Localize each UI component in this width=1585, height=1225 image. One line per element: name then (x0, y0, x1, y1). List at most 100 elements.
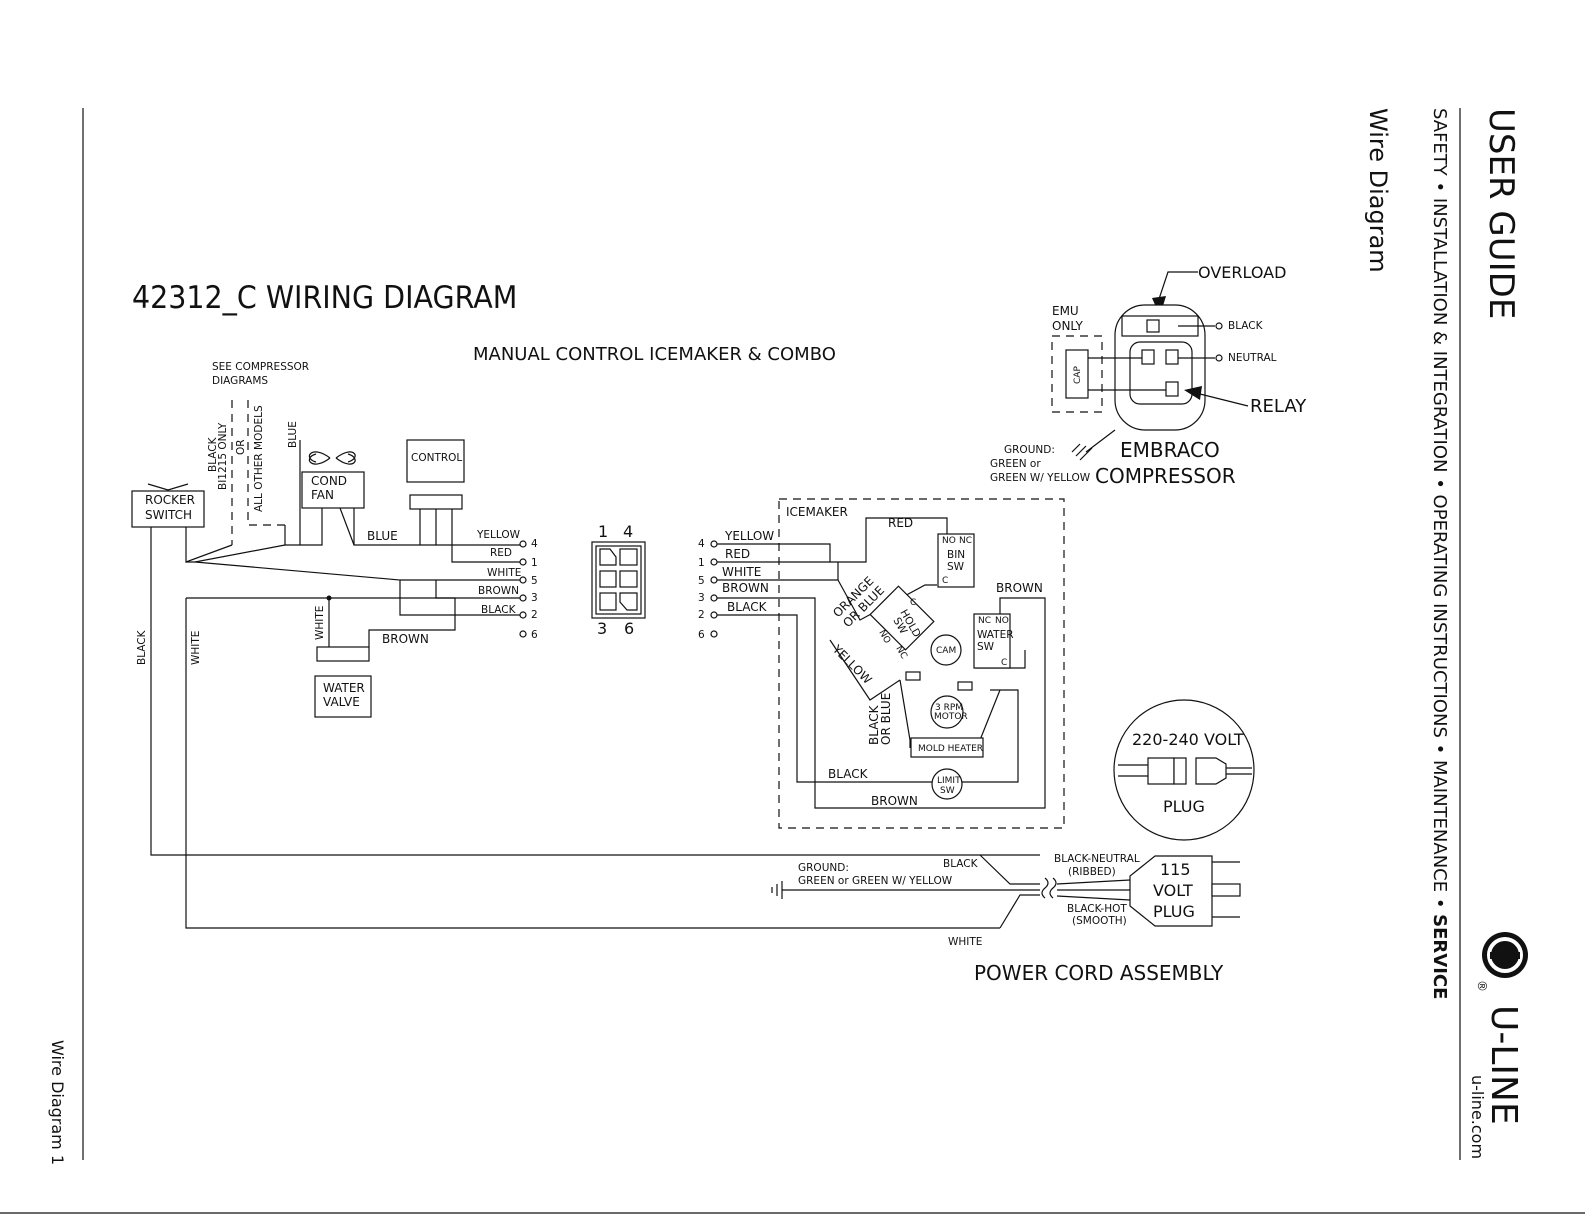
u-line-logo-icon (1482, 932, 1528, 978)
ground-cord-label-1: GROUND: (798, 862, 849, 874)
black-terminal-icon (1215, 322, 1223, 330)
icemaker-dashed-box (778, 498, 1065, 829)
brand-registered: ® (1475, 980, 1489, 992)
left-pin-5: 5 (531, 575, 538, 587)
rocker-switch-label-2: SWITCH (145, 508, 192, 522)
black-label-right: BLACK (727, 600, 768, 614)
water-c-label: C (1001, 658, 1007, 668)
cord-ground-icon (771, 881, 1040, 899)
mold-heater-label: MOLD HEATER (918, 744, 983, 754)
right-pin-3: 3 (698, 592, 705, 604)
water-switch-box (973, 613, 1011, 669)
white-cord-label: WHITE (948, 936, 982, 948)
brown-wire-label-left: BROWN (478, 585, 519, 597)
black-bi-label: BLACK (207, 436, 219, 472)
water-nc-label: NC (978, 616, 991, 626)
motor-terminal-right (957, 681, 973, 691)
power-cord-wires (979, 854, 1131, 929)
water-valve-terminal-block (316, 646, 370, 662)
cap-label: CAP (1073, 366, 1083, 384)
left-connector-pins (519, 540, 527, 638)
left-pin-6: 6 (531, 629, 538, 641)
overload-terminal (1146, 319, 1160, 333)
cam-label: CAM (936, 646, 956, 656)
plug-label-1: 1 (598, 522, 608, 541)
plug-115-label-1: 115 (1160, 860, 1191, 879)
ground-icon (1071, 429, 1116, 461)
relay-terminal-bottom (1165, 381, 1179, 397)
connector-cavities (599, 548, 638, 611)
relay-terminal-top (1141, 349, 1155, 365)
limit-sw-label-2: SW (940, 786, 955, 796)
black-cord-label: BLACK (943, 858, 979, 870)
red-label-right: RED (725, 547, 750, 561)
relay-leader (1199, 393, 1249, 407)
nav-current-section: SERVICE (1429, 914, 1450, 999)
embraco-label-1: EMBRACO (1120, 438, 1220, 462)
emu-only-label-1: EMU (1052, 304, 1079, 318)
yellow-wire-label-left: YELLOW (476, 529, 521, 541)
relay-arrow-icon (1184, 386, 1202, 400)
diagram-title: 42312_C WIRING DIAGRAM (132, 280, 517, 316)
or-label: OR (235, 439, 247, 455)
plug-label-4: 4 (623, 522, 633, 541)
cap-box (1065, 349, 1089, 399)
brand-name: U-LINE (1483, 1005, 1524, 1125)
rocker-switch-box (131, 490, 205, 528)
see-compressor-line2: DIAGRAMS (212, 375, 268, 387)
black-neutral-label-2: (RIBBED) (1068, 866, 1116, 878)
left-wiring (150, 440, 1040, 929)
bin-c-label: C (942, 576, 948, 586)
icemaker-wiring (717, 517, 1046, 809)
neutral-terminal-label: NEUTRAL (1228, 352, 1277, 364)
yellow-label-right: YELLOW (724, 529, 774, 543)
white-wire-label-left: WHITE (487, 567, 521, 579)
bin-no-label: NO (942, 536, 956, 546)
icemaker-label: ICEMAKER (786, 505, 848, 519)
motor-label-2: MOTOR (934, 712, 968, 722)
right-pin-5: 5 (698, 575, 705, 587)
see-compressor-line1: SEE COMPRESSOR (212, 361, 309, 373)
left-pin-4: 4 (531, 538, 538, 550)
plug-label-6: 6 (624, 619, 634, 638)
all-other-models-label: ALL OTHER MODELS (253, 405, 265, 512)
black-hot-label-1: BLACK-HOT (1067, 903, 1127, 915)
brown-label-right: BROWN (722, 581, 769, 595)
cond-fan-box (301, 471, 365, 509)
cond-fan-label-1: COND (311, 474, 347, 488)
water-valve-label-2: VALVE (323, 695, 360, 709)
right-pin-4: 4 (698, 538, 705, 550)
rocker-switch-label-1: ROCKER (145, 493, 195, 507)
cam-circle (930, 634, 962, 666)
water-valve-box (314, 675, 372, 718)
page-footer: Wire Diagram 1 (48, 1040, 67, 1165)
brown-icemaker-label: BROWN (996, 581, 1043, 595)
plug-220-label-2: PLUG (1163, 797, 1205, 816)
fan-icon (308, 451, 356, 465)
emu-dashed-box (1051, 335, 1103, 413)
relay-housing (1129, 341, 1193, 405)
neutral-terminal-icon (1215, 354, 1223, 362)
ground-comp-label-3: GREEN W/ YELLOW (990, 472, 1091, 484)
black-icemaker-label: BLACK (828, 767, 869, 781)
black-wire-label-left: BLACK (481, 604, 517, 616)
plug-115-label-3: PLUG (1153, 902, 1195, 921)
bi1215-only-label: BI1215 ONLY (217, 422, 229, 490)
water-sw-label-1: WATER (977, 629, 1014, 641)
nav-breadcrumb: SAFETY • INSTALLATION & INTEGRATION • OP… (1429, 108, 1450, 999)
relay-label: RELAY (1250, 396, 1307, 417)
left-pin-1: 1 (531, 557, 538, 569)
brand-url: u-line.com (1468, 1075, 1487, 1159)
bin-switch-box (937, 533, 975, 588)
blue-vertical-label: BLUE (287, 421, 299, 448)
plug-115-body (1129, 855, 1213, 927)
water-no-label: NO (995, 616, 1009, 626)
left-pin-2: 2 (531, 609, 538, 621)
water-sw-label-2: SW (977, 641, 995, 653)
motor-terminal-left (905, 671, 921, 681)
overload-leader (1157, 271, 1198, 303)
blue-wire-label: BLUE (367, 529, 398, 543)
hold-switch: HOLD SW NO NC C (869, 585, 935, 661)
bin-sw-label-2: SW (947, 561, 965, 573)
bin-sw-label-1: BIN (947, 549, 965, 561)
